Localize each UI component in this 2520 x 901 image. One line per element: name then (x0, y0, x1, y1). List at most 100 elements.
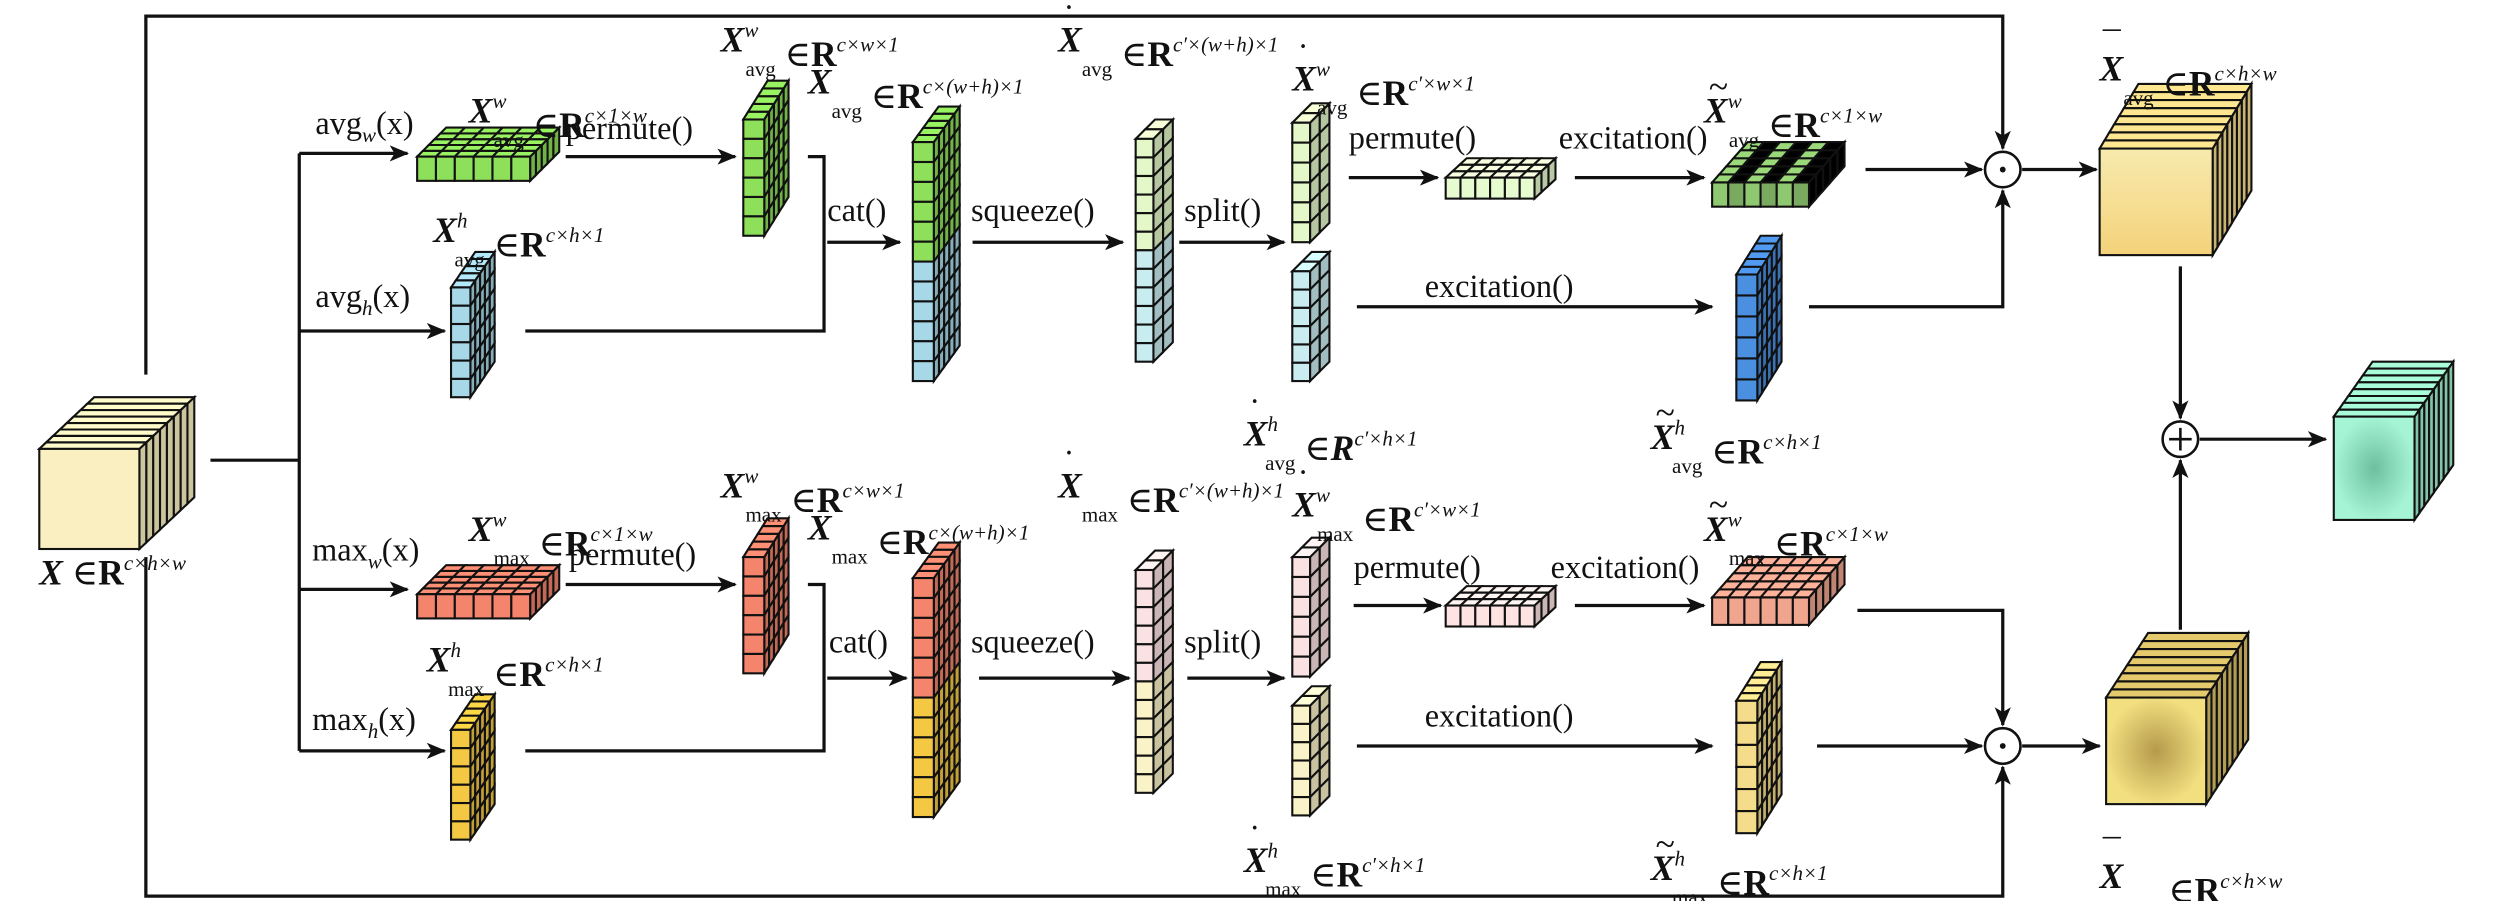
superscript: w (1728, 507, 1742, 531)
avg-w-excited-tensor (1709, 139, 1847, 210)
subscript: avg (1265, 451, 1296, 475)
symbol: X (1703, 91, 1729, 131)
set-symbol: R (98, 553, 124, 593)
avg-w-transposed-tensor (1443, 155, 1559, 202)
label-max-squeezed: ˙Xmax ∈Rc′×(w+h)×1 (1057, 443, 1284, 527)
symbol: X (468, 509, 494, 549)
symbol: X (1650, 417, 1676, 457)
dimensions: c×h×w (2220, 869, 2282, 893)
set-symbol: R (1738, 431, 1764, 471)
op-cat: cat() (829, 623, 888, 659)
subscript: avg (455, 247, 486, 271)
subscript: avg (1672, 454, 1703, 478)
superscript: h (451, 638, 462, 662)
superscript: w (1316, 483, 1330, 507)
element-of: ∈ (1765, 523, 1800, 563)
set-symbol: R (1388, 499, 1414, 539)
element-of: ∈ (776, 34, 811, 74)
superscript: h (457, 209, 468, 233)
symbol: X (1703, 509, 1729, 549)
set-symbol: R (817, 480, 843, 520)
symbol: X (720, 20, 746, 60)
subscript: avg (494, 128, 525, 152)
accent-mark: ˙ (1249, 391, 1261, 431)
math-label: Xavg ∈Rc×h×w (2099, 49, 2277, 110)
op-cat: cat() (827, 192, 886, 228)
max-h-pooled-tensor (449, 690, 497, 844)
label-max-out: ¯Xmax ∈Rc×h×w (2099, 832, 2283, 901)
symbol: X (1291, 58, 1317, 98)
subscript: max (1729, 546, 1766, 570)
subscript: max (448, 677, 485, 701)
accent-mark: ˙ (1063, 443, 1075, 483)
accent-mark: ~ (1709, 66, 1728, 106)
accent-mark: ˙ (1297, 36, 1309, 76)
set-symbol: R (1147, 34, 1173, 74)
dimensions: c′×w×1 (1408, 71, 1475, 95)
input-feature-map (36, 394, 197, 552)
op-excitation: excitation() (1425, 268, 1574, 304)
superscript: w (1316, 57, 1330, 81)
max-concat-tensor (910, 539, 962, 821)
label-avg-cat: Xavg ∈Rc×(w+h)×1 (807, 62, 1024, 123)
set-symbol: R (2189, 63, 2215, 103)
dimensions: c′×(w+h)×1 (1173, 33, 1278, 57)
max-split-w-tensor (1289, 535, 1332, 680)
dimensions: c×1×w (1820, 104, 1882, 128)
max-w-excited-tensor (1709, 554, 1847, 628)
dimensions: c×1×w (1826, 522, 1888, 546)
superscript: w (493, 89, 507, 113)
element-of: ∈ (530, 523, 565, 563)
dimensions: c×h×1 (545, 653, 604, 677)
op-excitation: excitation() (1559, 120, 1708, 156)
subscript: max (1082, 503, 1119, 527)
set-symbol: R (1153, 480, 1179, 520)
multiply-node (1983, 726, 2022, 766)
op-squeeze: squeeze() (971, 192, 1095, 228)
dimensions: c×h×w (124, 551, 186, 575)
op-split: split() (1184, 192, 1261, 228)
symbol: X (807, 507, 833, 547)
subscript: avg (1082, 57, 1113, 81)
max-w-permuted-tensor (741, 514, 791, 677)
set-symbol: R (811, 34, 837, 74)
op-permute: permute() (1349, 120, 1476, 156)
subscript: max (1672, 885, 1709, 901)
superscript: h (1268, 838, 1279, 862)
subscript: max (832, 545, 869, 569)
op-excitation: excitation() (1425, 698, 1574, 734)
element-of: ∈ (1295, 428, 1330, 468)
accent-mark: ~ (1709, 485, 1728, 525)
final-output-feature-map (2331, 358, 2456, 524)
label-max-cat: Xmax ∈Rc×(w+h)×1 (807, 507, 1029, 568)
dimensions: c×(w+h)×1 (929, 520, 1030, 544)
symbol: X (1057, 465, 1083, 505)
dimensions: c′×(w+h)×1 (1179, 478, 1284, 502)
op-squeeze: squeeze() (971, 623, 1095, 659)
symbol: X (38, 553, 64, 593)
symbol: X (468, 91, 494, 131)
symbol: X (432, 210, 458, 250)
avg-w-permuted-tensor (741, 77, 791, 240)
dimensions: c×w×1 (842, 478, 904, 502)
dimensions: c×w×1 (837, 33, 899, 57)
set-symbol: R (519, 654, 545, 694)
connector-arrows (144, 14, 2328, 898)
dimensions: c×h×w (2214, 62, 2276, 86)
element-of: ∈ (1118, 480, 1153, 520)
